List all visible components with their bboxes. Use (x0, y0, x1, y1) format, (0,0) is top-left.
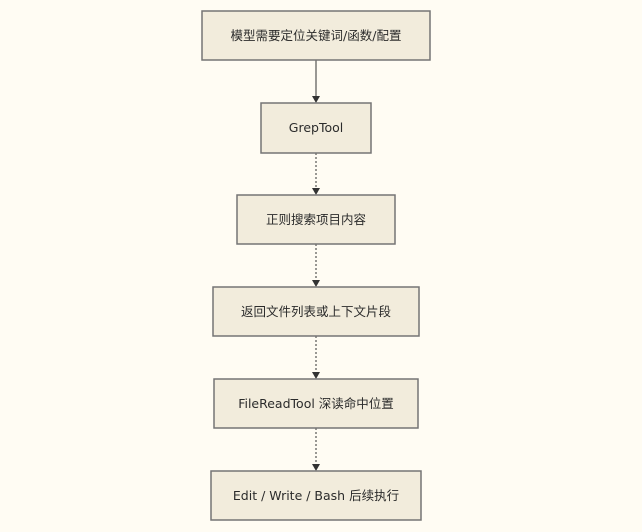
node-label: 正则搜索项目内容 (266, 212, 366, 227)
edge-n3-n4 (312, 244, 320, 287)
node-label: Edit / Write / Bash 后续执行 (233, 488, 399, 503)
flow-node-follow-up-actions: Edit / Write / Bash 后续执行 (210, 470, 422, 521)
flow-node-filereadtool: FileReadTool 深读命中位置 (213, 378, 419, 429)
flow-node-locate-keyword: 模型需要定位关键词/函数/配置 (201, 10, 431, 61)
node-label: 返回文件列表或上下文片段 (241, 304, 391, 319)
node-label: GrepTool (289, 120, 343, 135)
flow-node-return-results: 返回文件列表或上下文片段 (212, 286, 420, 337)
edge-n2-n3 (312, 153, 320, 195)
edge-n4-n5 (312, 336, 320, 379)
flow-node-greptool: GrepTool (260, 102, 372, 154)
node-label: 模型需要定位关键词/函数/配置 (231, 28, 402, 43)
node-label: FileReadTool 深读命中位置 (238, 396, 394, 411)
edge-n5-n6 (312, 428, 320, 471)
edge-n1-n2 (312, 60, 320, 103)
flow-node-regex-search: 正则搜索项目内容 (236, 194, 396, 245)
